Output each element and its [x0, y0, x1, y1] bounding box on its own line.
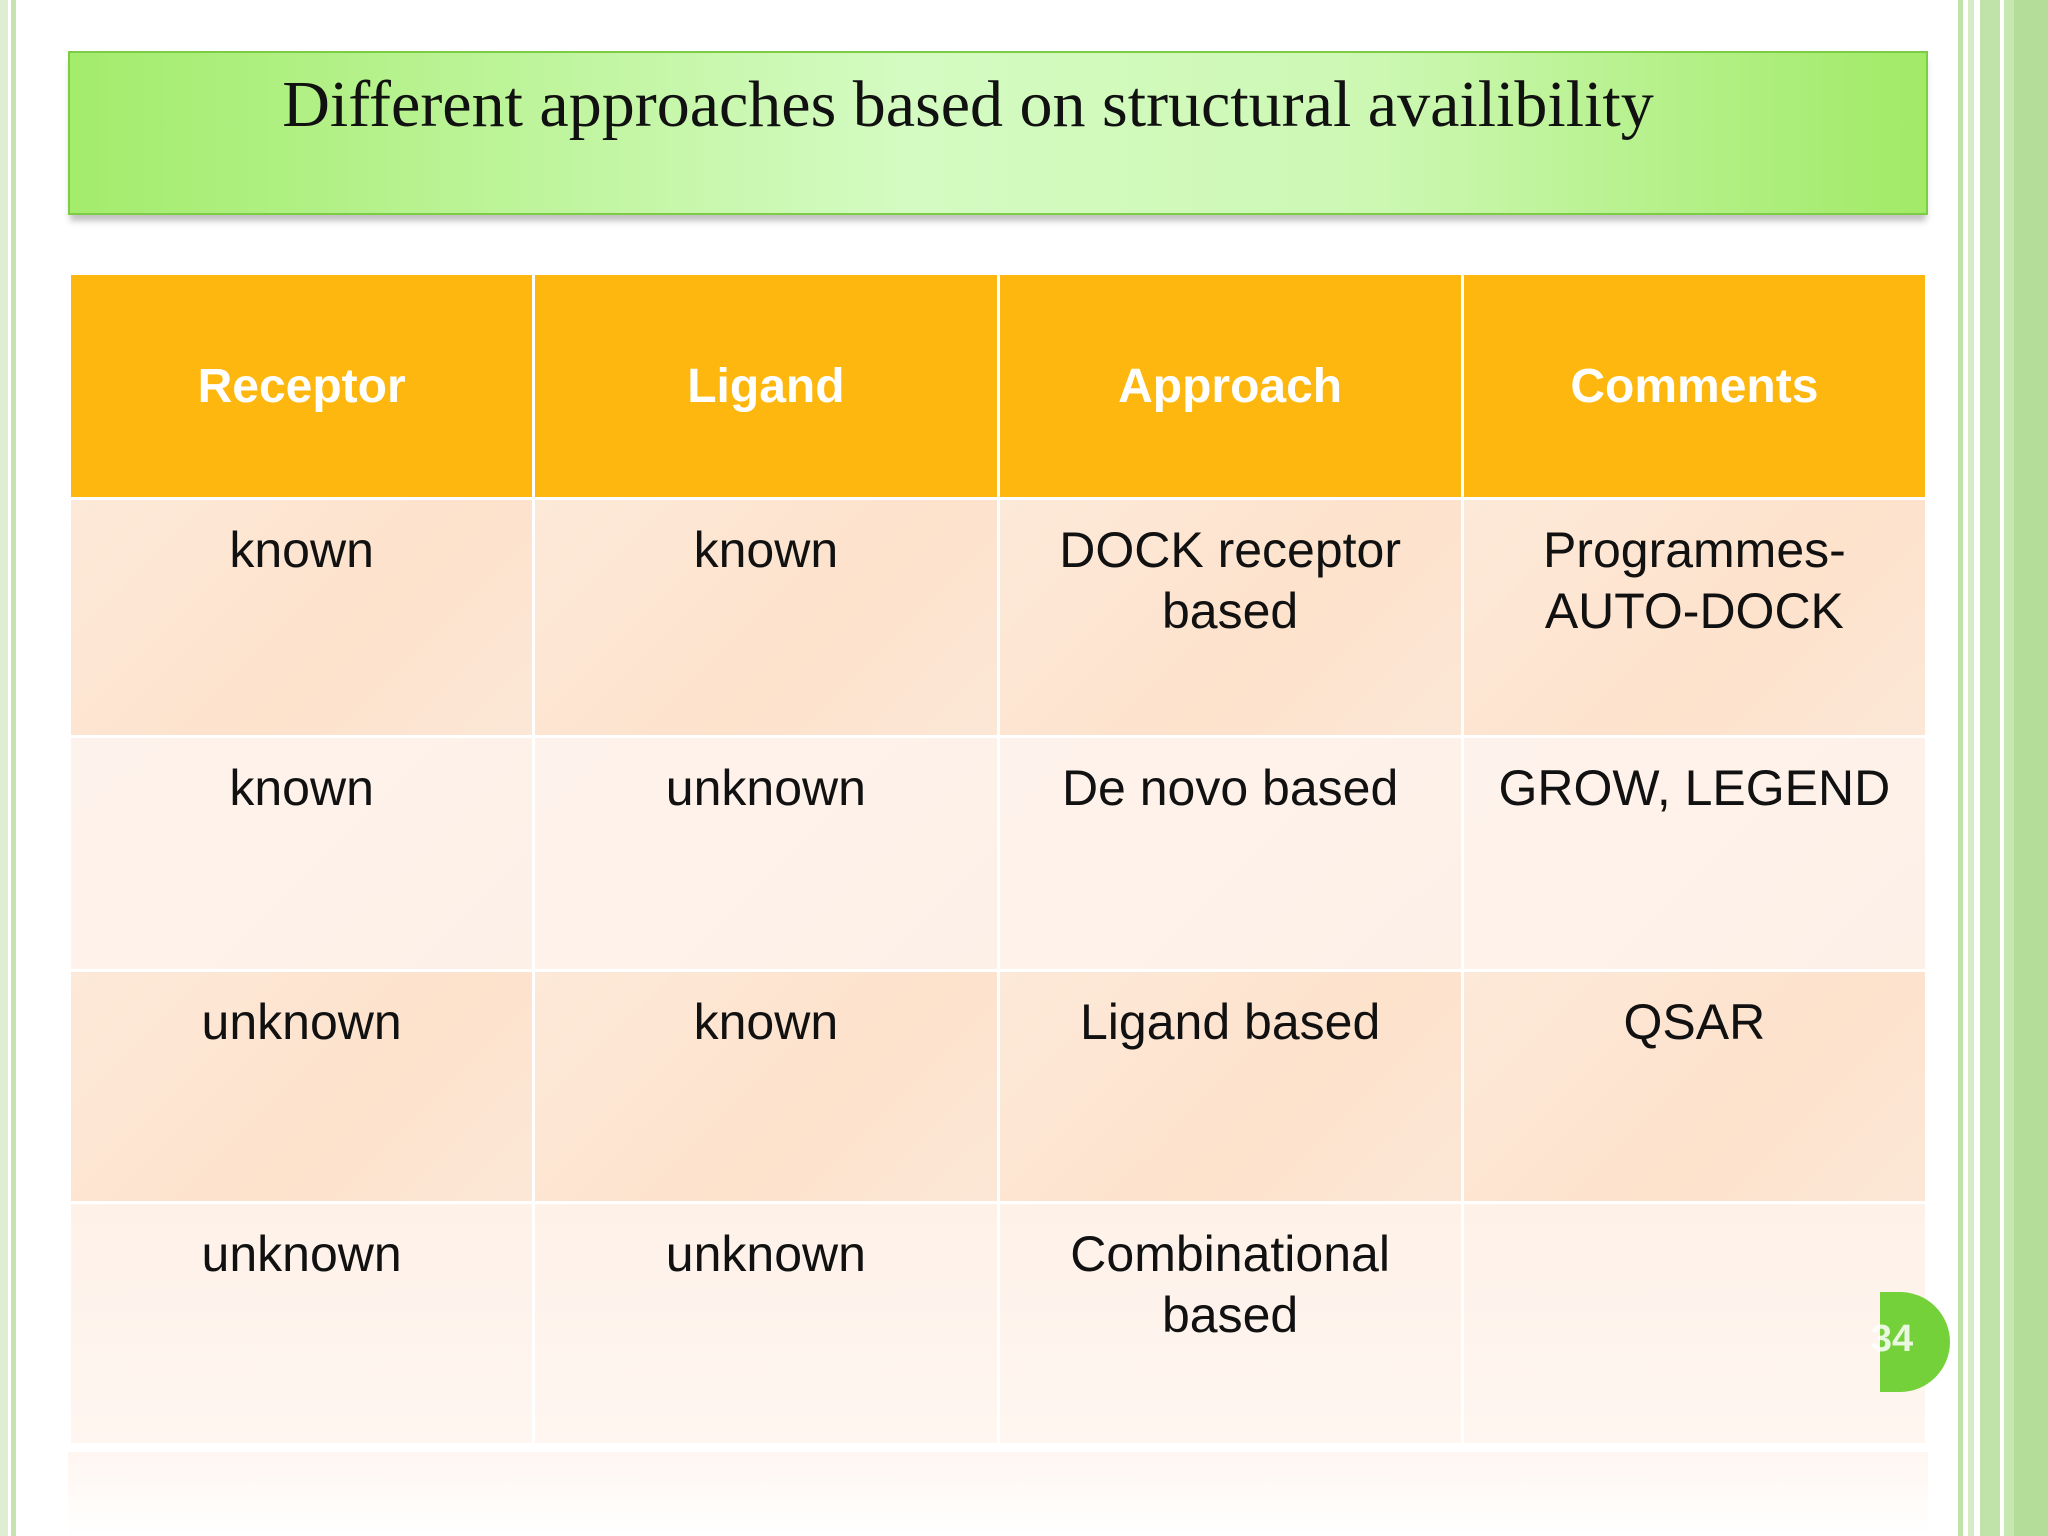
approaches-table: Receptor Ligand Approach Comments known …	[68, 272, 1928, 1446]
right-decor-bar	[1958, 0, 1963, 1536]
right-decor-bar	[1980, 0, 2000, 1536]
header-comments: Comments	[1463, 275, 1925, 497]
header-ligand: Ligand	[535, 275, 997, 497]
table-cell: unknown	[535, 1204, 997, 1443]
table-cell: known	[535, 500, 997, 735]
table-cell: Programmes- AUTO-DOCK	[1463, 500, 1925, 735]
table-cell: De novo based	[999, 738, 1461, 969]
right-decor-bar	[2014, 0, 2048, 1536]
left-decor-stripe	[0, 0, 8, 1536]
header-approach: Approach	[999, 275, 1461, 497]
page-number: 34	[1870, 1318, 1914, 1360]
right-decor-bar	[1968, 0, 1974, 1536]
slide-title: Different approaches based on structural…	[282, 68, 1654, 141]
table-cell: known	[71, 738, 533, 969]
table-header-row: Receptor Ligand Approach Comments	[71, 275, 1925, 497]
left-decor-stripe-inner	[11, 0, 16, 1536]
table-cell: Combinational based	[999, 1204, 1461, 1443]
title-banner: Different approaches based on structural…	[68, 51, 1928, 215]
table-cell: unknown	[535, 738, 997, 969]
table-cell: known	[535, 972, 997, 1201]
table-cell: QSAR	[1463, 972, 1925, 1201]
table-cell: unknown	[71, 972, 533, 1201]
table-cell: Ligand based	[999, 972, 1461, 1201]
table-row: unknown unknown Combinational based	[71, 1204, 1925, 1443]
bottom-strip	[68, 1452, 1928, 1536]
table-row: known unknown De novo based GROW, LEGEND	[71, 738, 1925, 969]
table-cell	[1463, 1204, 1925, 1443]
table-cell: unknown	[71, 1204, 533, 1443]
table-row: unknown known Ligand based QSAR	[71, 972, 1925, 1201]
table-cell: GROW, LEGEND	[1463, 738, 1925, 969]
table-cell: DOCK receptor based	[999, 500, 1461, 735]
table-row: known known DOCK receptor based Programm…	[71, 500, 1925, 735]
table-cell: known	[71, 500, 533, 735]
header-receptor: Receptor	[71, 275, 533, 497]
